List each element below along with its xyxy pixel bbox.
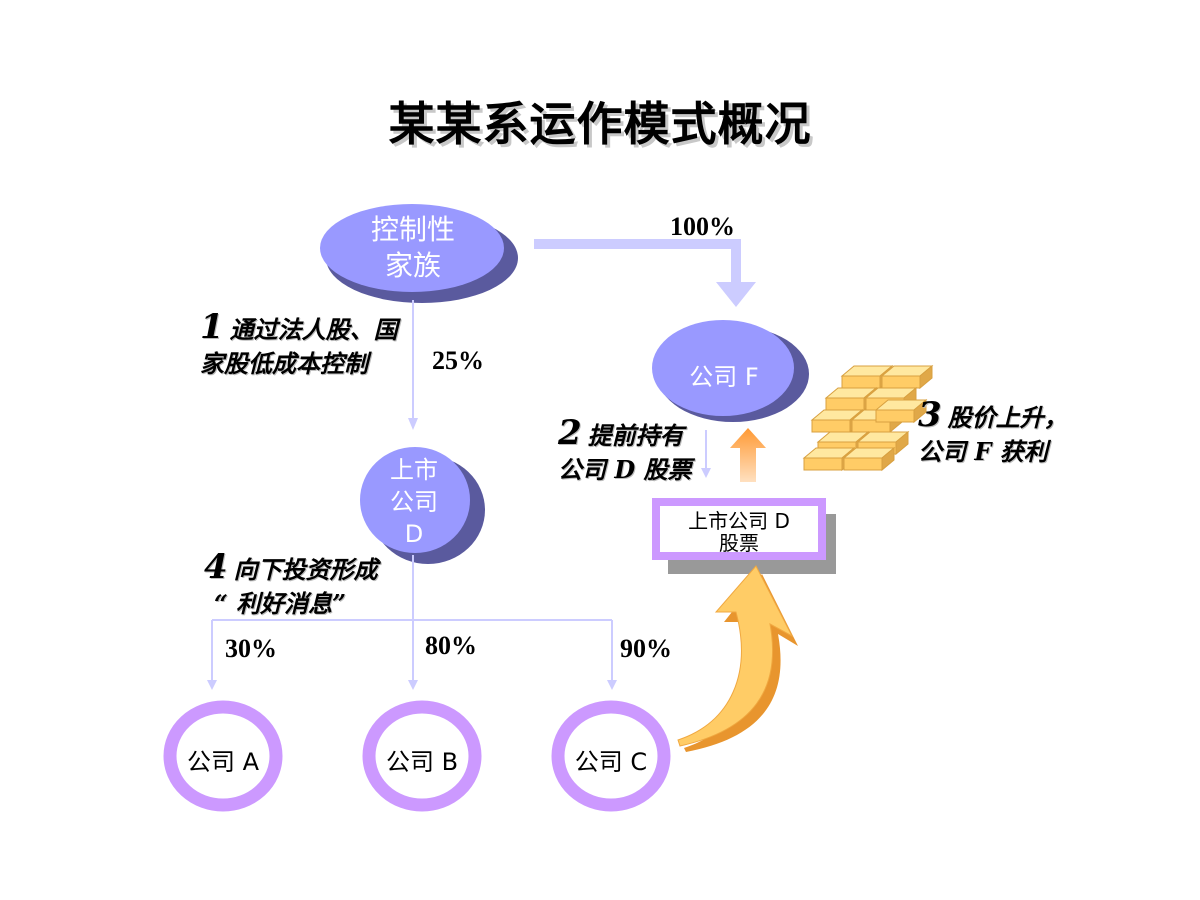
step-3-line1: 股价上升， — [947, 403, 1068, 432]
step-1-line1: 通过法人股、国 — [229, 315, 398, 344]
step-4-line1: 向下投资形成 — [233, 555, 378, 584]
company-c-label: 公司 C — [574, 748, 648, 776]
company-a-label: 公司 A — [186, 748, 260, 776]
pct-d-to-c: 90% — [620, 634, 672, 663]
up-arrow — [730, 428, 766, 482]
company-f-node — [652, 320, 809, 422]
company-d-line2: 公司 — [390, 488, 438, 516]
company-d-label: 上市 公司 D — [362, 454, 466, 550]
gold-brick — [842, 446, 896, 472]
family-label-line2: 家族 — [384, 249, 441, 282]
step-2-number: 2 — [558, 413, 582, 453]
company-a-ring — [163, 700, 283, 812]
tree-lines — [207, 555, 617, 690]
step-1-number: 1 — [200, 307, 224, 347]
family-label: 控制性 家族 — [330, 212, 496, 284]
pct-d-to-b: 80% — [425, 631, 477, 660]
step-1-line2: 家股低成本控制 — [200, 349, 368, 378]
pct-d-to-a: 30% — [225, 634, 277, 663]
company-b-ring — [362, 700, 482, 812]
big-curved-arrow — [677, 565, 798, 752]
arrow-family-to-d — [408, 300, 418, 430]
d-shares-label: 上市公司 D 股票 — [662, 510, 816, 554]
company-c-ring — [551, 700, 671, 812]
step-3-number: 3 — [918, 395, 942, 435]
step-3-line2: 公司 F 获利 — [918, 437, 1048, 466]
d-shares-line1: 上市公司 D — [688, 509, 790, 533]
company-d-node — [360, 447, 485, 564]
pct-family-to-d: 25% — [432, 346, 484, 375]
step-4-line2: “ 利好消息” — [214, 589, 346, 618]
pct-family-to-f: 100% — [670, 212, 735, 241]
gold-bricks-icon — [802, 364, 934, 472]
gold-brick — [874, 398, 928, 424]
family-node — [320, 204, 518, 303]
step-2-line2: 公司 D 股票 — [558, 455, 692, 484]
company-b-label: 公司 B — [385, 748, 459, 776]
step-2-line1: 提前持有 — [587, 421, 684, 450]
arrow-f-to-shares — [701, 430, 711, 478]
family-label-line1: 控制性 — [370, 213, 455, 246]
company-f-label: 公司 F — [689, 363, 759, 391]
gold-brick — [880, 364, 934, 390]
d-shares-line2: 股票 — [719, 531, 759, 555]
company-d-line3: D — [404, 520, 424, 548]
page-title: 某某系运作模式概况 — [388, 97, 812, 151]
arrow-family-to-f — [534, 239, 756, 307]
step-4-number: 4 — [204, 547, 228, 587]
company-d-line1: 上市 — [390, 456, 438, 484]
d-shares-box — [652, 498, 836, 574]
